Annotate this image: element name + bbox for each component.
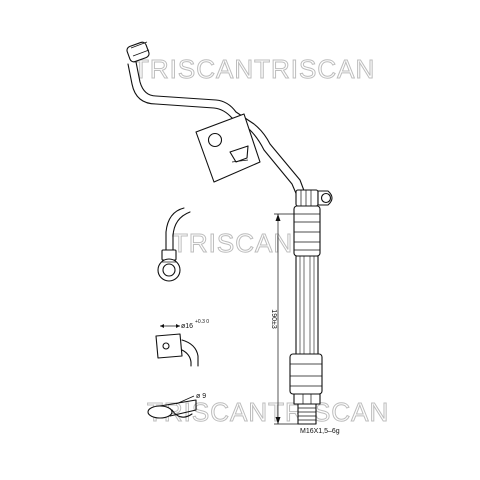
detail-eye-side-view: [157, 207, 191, 282]
watermark-middle: TRISCAN: [172, 228, 293, 258]
clip-bore-label: ø 9: [196, 393, 206, 400]
detail-bore-view: ø16 +0.3 0: [155, 319, 209, 367]
threaded-end-fitting: [293, 393, 321, 425]
bore-tolerance: +0.3 0: [195, 319, 209, 325]
length-label: 190±3: [270, 309, 277, 329]
pipe-end-fitting: [126, 41, 150, 63]
watermark-top: TRISCANTRISCAN: [133, 54, 375, 84]
rubber-hose: [295, 255, 319, 355]
pipe-bracket: [195, 113, 261, 183]
hose-eye-fitting: [295, 189, 333, 207]
upper-crimp-sleeve: [293, 205, 321, 257]
detail-clip-view: ø 9: [147, 393, 206, 419]
thread-label: M16X1,5–6g: [300, 428, 340, 435]
watermark-bottom: TRISCANTRISCAN: [147, 397, 389, 427]
brake-pipe: [126, 41, 307, 199]
bore-label: ø16: [181, 323, 193, 330]
lower-crimp-sleeve: [289, 353, 323, 395]
length-dimension: 190±3: [270, 213, 298, 425]
